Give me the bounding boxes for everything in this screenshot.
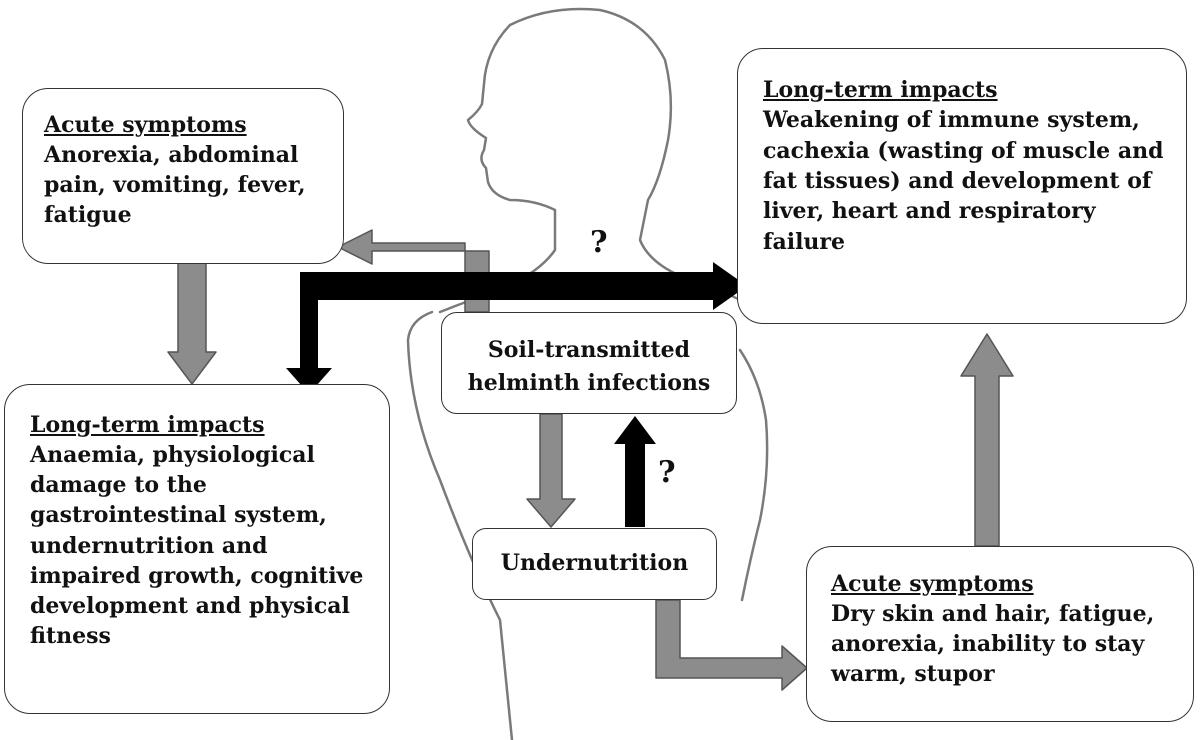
long-term-impacts-right-text: Weakening of immune system, cachexia (wa… — [763, 107, 1164, 255]
sth-infections-label: Soil-transmitted helminth infections — [467, 337, 711, 396]
arrow-sth-to-long-term — [286, 262, 747, 394]
arrow-acute-right-to-long-right — [960, 333, 1014, 547]
long-term-impacts-right-box: Long-term impacts Weakening of immune sy… — [737, 48, 1187, 324]
long-term-impacts-left-heading: Long-term impacts — [30, 412, 265, 438]
acute-symptoms-right-heading: Acute symptoms — [831, 571, 1034, 597]
long-term-impacts-left-box: Long-term impacts Anaemia, physiological… — [4, 384, 390, 714]
long-term-impacts-left-text: Anaemia, physiological damage to the gas… — [30, 442, 364, 649]
long-term-impacts-right-heading: Long-term impacts — [763, 77, 998, 103]
undernutrition-box: Undernutrition — [472, 528, 717, 600]
arrow-undernutrition-to-sth — [614, 416, 656, 527]
question-mark-top: ? — [590, 225, 608, 260]
arrow-undernutrition-to-acute-right — [655, 599, 808, 691]
arrow-sth-to-undernutrition — [526, 413, 576, 528]
acute-symptoms-right-text: Dry skin and hair, fatigue, anorexia, in… — [831, 600, 1155, 687]
acute-symptoms-left-box: Acute symptoms Anorexia, abdominal pain,… — [22, 88, 344, 264]
acute-symptoms-left-heading: Acute symptoms — [44, 112, 247, 138]
acute-symptoms-right-box: Acute symptoms Dry skin and hair, fatigu… — [806, 546, 1194, 722]
undernutrition-label: Undernutrition — [500, 550, 689, 576]
sth-infections-box: Soil-transmitted helminth infections — [441, 312, 737, 414]
arrow-acute-left-to-long-left — [167, 261, 217, 385]
question-mark-mid: ? — [658, 455, 676, 490]
acute-symptoms-left-text: Anorexia, abdominal pain, vomiting, feve… — [44, 141, 306, 228]
